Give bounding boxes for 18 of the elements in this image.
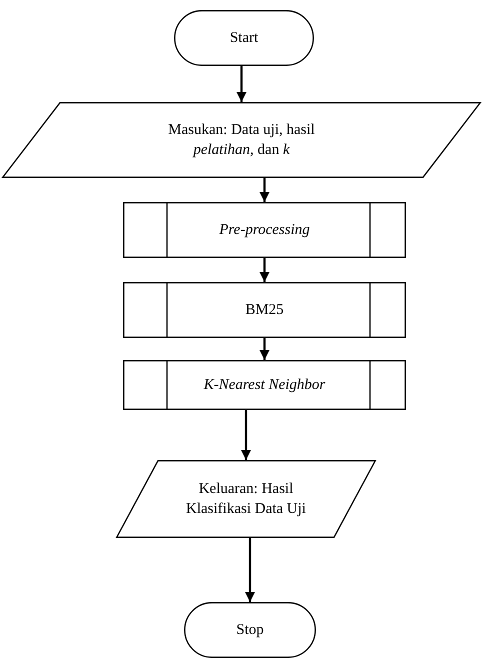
arrow	[260, 258, 270, 282]
arrow	[245, 538, 255, 602]
arrow	[236, 66, 246, 102]
predefined-process-box	[123, 360, 406, 410]
node-label: BM25	[244, 300, 285, 320]
predefined-process-box	[123, 282, 406, 338]
node-label: Keluaran: Hasil Klasifikasi Data Uji	[185, 480, 307, 519]
node-label: Pre-processing	[218, 220, 311, 240]
node-label: K-Nearest Neighbor	[202, 376, 326, 395]
input-output-parallelogram	[2, 102, 481, 178]
node-label: Stop	[235, 620, 265, 640]
arrow	[241, 410, 251, 460]
node-label: Masukan: Data uji, hasil pelatihan, dan k	[167, 120, 316, 160]
arrow	[260, 338, 270, 360]
predefined-process-box	[123, 202, 406, 258]
input-output-parallelogram	[116, 460, 376, 538]
node-label: Start	[228, 28, 260, 48]
arrow	[260, 178, 270, 202]
